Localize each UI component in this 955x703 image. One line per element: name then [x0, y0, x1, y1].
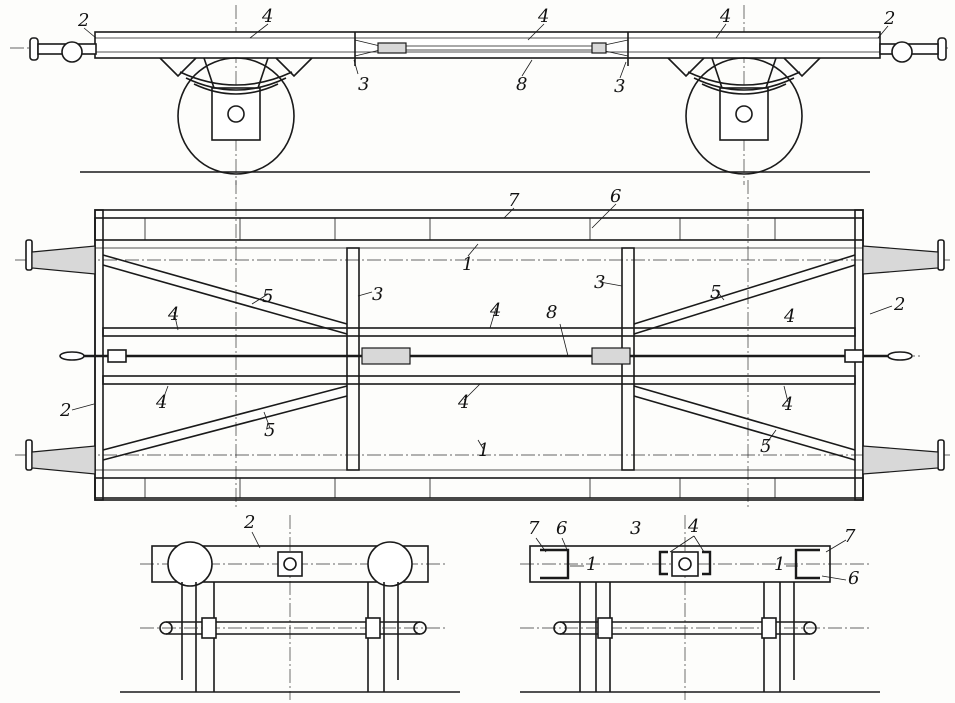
label-draw-bar-plan: 8: [546, 302, 557, 323]
label-cross-member-side-1: 3: [358, 74, 369, 95]
axle-box-left: [211, 87, 261, 141]
end-headstock-left: [151, 545, 429, 583]
label-section-bolster-right: 6: [848, 568, 859, 589]
draw-gear-right: [591, 347, 631, 365]
plan-buffers: [25, 239, 945, 475]
label-brace-2: 5: [710, 282, 721, 303]
label-section-frame-right: 1: [774, 554, 785, 575]
label-longitudinal-plan-3: 4: [783, 306, 795, 327]
label-section-sole-bar-left: 7: [528, 518, 540, 539]
label-headstock-left: 2: [77, 10, 89, 31]
end-elevation-left: 2: [120, 512, 460, 700]
section-draw-bar: [671, 551, 699, 577]
coupling-hook-left: [61, 41, 83, 63]
wheel-right: [685, 57, 803, 175]
longitudinal-upper: [102, 327, 856, 337]
diagonal-brace-bottom-right: [633, 385, 856, 461]
label-longitudinal-plan-4: 4: [155, 392, 167, 413]
label-section-longitudinal: 4: [687, 516, 699, 537]
buffer-head-right: [937, 37, 947, 61]
label-brace-1: 5: [262, 286, 273, 307]
label-headstock-plan-right: 2: [893, 294, 905, 315]
leaf-spring-right: [687, 71, 801, 95]
label-section-sole-bar-right: 7: [844, 526, 856, 547]
plan-view: 7 6 1 3 3 5 5 5 5 4 4 4 4 4 4 8 2 2 1: [15, 180, 950, 510]
longitudinal-lower: [102, 375, 856, 385]
label-section-bolster-left: 6: [556, 518, 567, 539]
label-frame-side-bottom: 1: [478, 440, 489, 461]
label-sole-bar-top: 7: [508, 190, 520, 211]
label-brace-4: 5: [760, 436, 771, 457]
side-frame-beam: [94, 31, 881, 59]
label-longitudinal-plan-1: 4: [167, 304, 179, 325]
label-cross-member-plan-2: 3: [594, 272, 605, 293]
coupling-hook-right: [891, 41, 913, 63]
axle-box-right: [719, 87, 769, 141]
buffer-end-left-a: [167, 541, 213, 587]
diagonal-brace-top-left: [102, 254, 348, 335]
label-end-headstock: 2: [243, 512, 255, 533]
label-frame-side-top: 1: [462, 254, 473, 275]
side-elevation: 2 4 4 4 2 3 8 3: [10, 5, 950, 185]
diagonal-brace-bottom-left: [102, 385, 348, 461]
coupling-plate-left: [277, 551, 303, 577]
label-cross-member-plan-1: 3: [372, 284, 383, 305]
label-brace-3: 5: [264, 420, 275, 441]
label-draw-bar-side: 8: [516, 74, 527, 95]
section-cross-member: [529, 545, 831, 583]
leaf-spring-left: [179, 71, 293, 95]
buffer-head-left: [29, 37, 39, 61]
label-longitudinal-plan-5: 4: [457, 392, 469, 413]
draw-gear-left: [361, 347, 411, 365]
label-cross-member-side-2: 3: [614, 76, 625, 97]
label-longitudinal-3: 4: [719, 6, 731, 27]
channel-right: [794, 548, 820, 580]
section-longitudinal-a: [658, 550, 668, 576]
label-longitudinal-2: 4: [537, 6, 549, 27]
label-section-cross-member: 3: [630, 518, 641, 539]
diagonal-brace-top-right: [633, 254, 856, 335]
cross-section-right: 7 6 3 4 7 1 1 6: [520, 515, 880, 700]
label-section-frame-left: 1: [586, 554, 597, 575]
label-headstock-plan-left: 2: [59, 400, 71, 421]
buffer-end-left-b: [367, 541, 413, 587]
cross-member-left: [346, 247, 360, 471]
channel-left: [540, 548, 570, 580]
label-longitudinal-plan-6: 4: [781, 394, 793, 415]
label-longitudinal-1: 4: [261, 6, 273, 27]
section-longitudinal-b: [702, 550, 712, 576]
label-bolster-top: 6: [610, 186, 621, 207]
label-headstock-right: 2: [883, 8, 895, 29]
wheel-left: [177, 57, 295, 175]
